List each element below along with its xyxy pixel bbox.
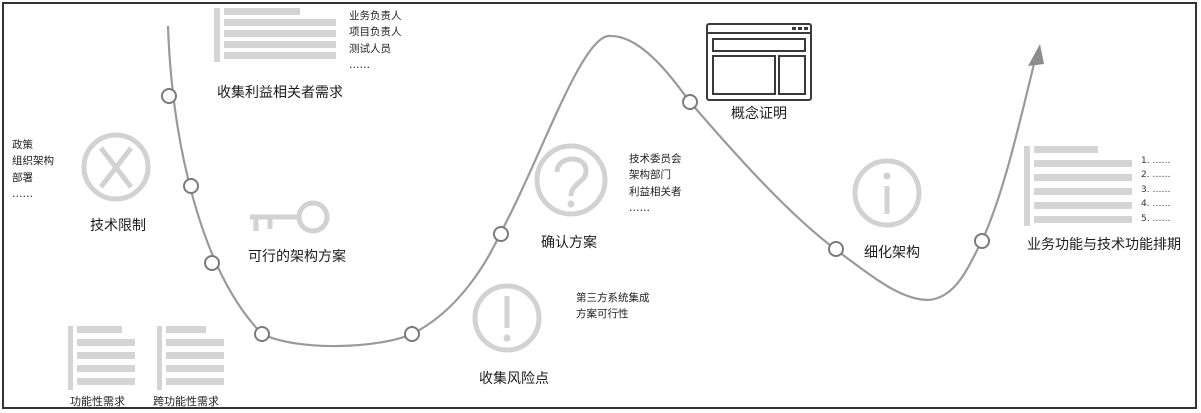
info-circle-icon — [852, 158, 922, 228]
constraint-caption: 技术限制 — [90, 218, 146, 234]
constraint-list: 政策 组织架构 部署 …… — [12, 137, 54, 202]
curve-node — [974, 233, 990, 249]
curve-node — [161, 88, 177, 104]
refine-caption: 细化架构 — [864, 245, 920, 261]
question-circle-icon — [534, 143, 608, 217]
confirm-item: 利益相关者 — [629, 185, 682, 198]
curve-arrowhead — [1028, 44, 1044, 66]
process-curve — [166, 25, 1037, 348]
cross-functional-caption: 跨功能性需求 — [153, 395, 219, 408]
document-lines-icon — [68, 326, 135, 390]
stakeholder-item: …… — [349, 58, 370, 71]
feasible-caption: 可行的架构方案 — [248, 249, 346, 265]
functional-caption: 功能性需求 — [70, 395, 125, 408]
risk-item: 方案可行性 — [576, 308, 629, 321]
constraint-item: 政策 — [12, 139, 33, 151]
confirm-item: 架构部门 — [629, 169, 671, 182]
risk-caption: 收集风险点 — [479, 371, 549, 387]
risk-item: 第三方系统集成 — [576, 292, 650, 304]
constraint-item: …… — [12, 187, 33, 200]
curve-node — [204, 255, 220, 271]
stakeholder-caption: 收集利益相关者需求 — [217, 85, 343, 101]
stakeholder-item: 业务负责人 — [349, 10, 402, 22]
risk-list: 第三方系统集成 方案可行性 — [576, 290, 650, 323]
curve-node — [254, 326, 270, 342]
key-icon — [250, 200, 330, 234]
confirm-item: 技术委员会 — [629, 153, 682, 165]
document-lines-icon — [214, 8, 336, 62]
stakeholder-list: 业务负责人 项目负责人 测试人员 …… — [349, 8, 402, 73]
schedule-caption: 业务功能与技术功能排期 — [1027, 237, 1181, 253]
curve-node — [828, 241, 844, 257]
document-lines-icon — [1024, 146, 1132, 226]
confirm-list: 技术委员会 架构部门 利益相关者 …… — [629, 151, 682, 216]
confirm-item: …… — [629, 201, 650, 214]
constraint-item: 部署 — [12, 171, 33, 184]
stakeholder-item: 测试人员 — [349, 42, 391, 55]
stakeholder-item: 项目负责人 — [349, 26, 402, 39]
curve-node — [682, 94, 698, 110]
constraint-item: 组织架构 — [12, 155, 54, 168]
confirm-caption: 确认方案 — [541, 235, 597, 251]
schedule-item: 3. …… — [1141, 184, 1171, 195]
document-lines-icon — [157, 326, 224, 390]
curve-node — [183, 178, 199, 194]
curve-node — [493, 226, 509, 242]
schedule-item: 2. …… — [1141, 170, 1171, 181]
curve-node — [404, 326, 420, 342]
schedule-item: 1. …… — [1141, 156, 1171, 166]
exclamation-circle-icon — [472, 283, 542, 353]
schedule-item: 5. …… — [1141, 213, 1171, 224]
browser-window-icon — [706, 23, 812, 101]
x-circle-icon — [81, 132, 151, 202]
poc-caption: 概念证明 — [731, 106, 787, 122]
schedule-item: 4. …… — [1141, 199, 1171, 210]
schedule-list: 1. …… 2. …… 3. …… 4. …… 5. …… — [1141, 154, 1170, 226]
